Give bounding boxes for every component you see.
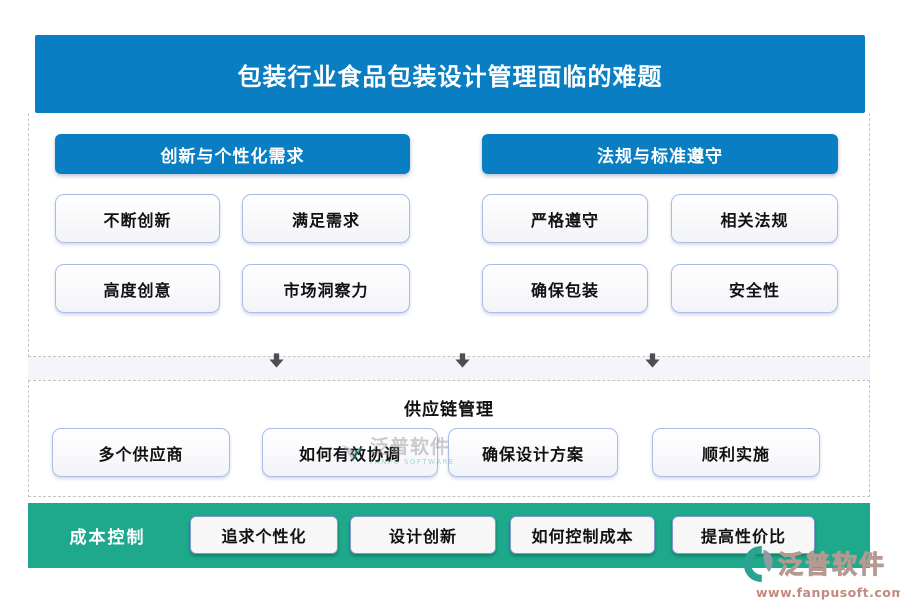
section-header-regulation: 法规与标准遵守 xyxy=(482,134,838,174)
down-arrow-icon xyxy=(455,353,470,368)
supply-chain-title: 供应链管理 xyxy=(404,400,494,420)
cost-control-label: 成本控制 xyxy=(69,527,146,548)
brand-watermark-url: www.fanpusoft.com xyxy=(756,585,900,600)
node-innovation-1: 不断创新 xyxy=(55,194,220,243)
node-supply-3: 确保设计方案 xyxy=(448,428,618,477)
node-cost-4: 提高性价比 xyxy=(672,516,815,554)
node-regulation-3: 确保包装 xyxy=(482,264,648,313)
down-arrow-icon xyxy=(645,353,660,368)
node-regulation-2: 相关法规 xyxy=(671,194,838,243)
title-banner: 包装行业食品包装设计管理面临的难题 xyxy=(35,35,865,113)
down-arrow-icon xyxy=(269,353,284,368)
section-header-label: 创新与个性化需求 xyxy=(160,146,305,167)
section-header-label: 法规与标准遵守 xyxy=(597,146,723,167)
section-header-innovation: 创新与个性化需求 xyxy=(55,134,410,174)
arrow-band xyxy=(28,353,870,380)
node-cost-1: 追求个性化 xyxy=(190,516,338,554)
node-regulation-4: 安全性 xyxy=(671,264,838,313)
node-cost-2: 设计创新 xyxy=(350,516,496,554)
node-innovation-3: 高度创意 xyxy=(55,264,220,313)
node-innovation-4: 市场洞察力 xyxy=(242,264,410,313)
node-cost-3: 如何控制成本 xyxy=(510,516,655,554)
node-supply-2: 如何有效协调 xyxy=(262,428,438,477)
node-innovation-2: 满足需求 xyxy=(242,194,410,243)
node-supply-1: 多个供应商 xyxy=(52,428,230,477)
node-supply-4: 顺利实施 xyxy=(652,428,820,477)
node-regulation-1: 严格遵守 xyxy=(482,194,648,243)
page-title: 包装行业食品包装设计管理面临的难题 xyxy=(237,62,663,91)
